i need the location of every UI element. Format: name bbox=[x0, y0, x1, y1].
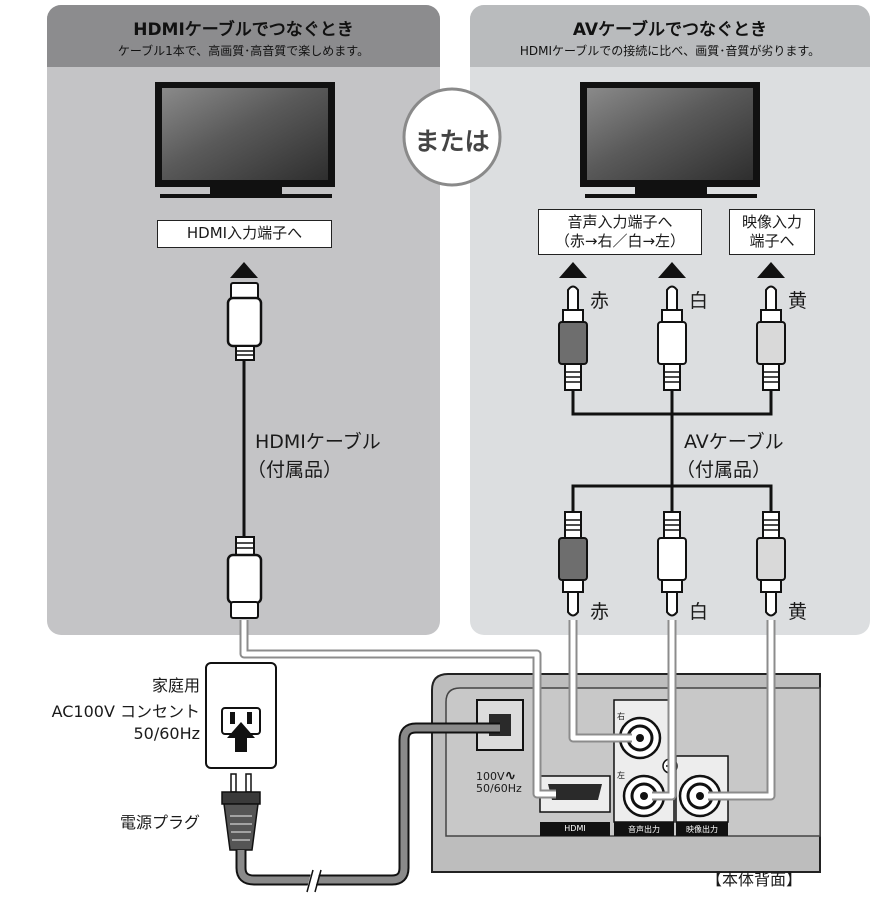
outlet-label-line-2: AC100V コンセント bbox=[51, 702, 200, 721]
wall-outlet bbox=[205, 662, 277, 769]
outlet-label-line-1: 家庭用 bbox=[151, 676, 200, 695]
power-rating-frequency: 50/60Hz bbox=[476, 782, 522, 795]
rca-plug-white-bottom bbox=[657, 511, 687, 617]
plug-label-red-top: 赤 bbox=[590, 290, 610, 312]
hdmi-input-label-text: HDMI入力端子へ bbox=[186, 224, 303, 242]
plug-label-white-top: 白 bbox=[689, 290, 709, 312]
power-rating-voltage-text: 100V bbox=[476, 770, 505, 783]
power-plug bbox=[221, 773, 261, 851]
rca-plug-white-top bbox=[657, 285, 687, 391]
device-rear-panel bbox=[431, 673, 821, 873]
video-input-line-1: 映像入力 bbox=[741, 213, 802, 231]
hdmi-cable bbox=[226, 282, 263, 619]
av-panel-header: AVケーブルでつなぐとき HDMIケーブルでの接続に比べ、画質･音質が劣ります。 bbox=[470, 5, 870, 67]
video-out-label: 映像出力 bbox=[686, 825, 718, 834]
plug-label-yellow-bottom: 黄 bbox=[788, 601, 808, 623]
audio-input-label: 音声入力端子へ （赤→右／白→左） bbox=[538, 209, 702, 255]
audio-out-label: 音声出力 bbox=[628, 825, 660, 834]
outlet-label-line-3: 50/60Hz bbox=[133, 724, 200, 743]
av-cable bbox=[571, 390, 773, 512]
or-badge-circle bbox=[402, 87, 502, 187]
up-arrow-icon bbox=[658, 262, 686, 278]
up-arrow-icon bbox=[230, 262, 258, 278]
av-panel-subtitle: HDMIケーブルでの接続に比べ、画質･音質が劣ります。 bbox=[519, 44, 821, 58]
plug-label-yellow-top: 黄 bbox=[788, 290, 808, 312]
hdmi-cable-label: HDMIケーブル bbox=[255, 431, 381, 453]
right-channel-mark: 右 bbox=[617, 712, 625, 721]
rca-plug-red-top bbox=[558, 285, 588, 391]
hdmi-input-label: HDMI入力端子へ bbox=[157, 220, 332, 248]
video-input-line-2: 端子へ bbox=[749, 232, 795, 250]
hdmi-port-label: HDMI bbox=[564, 824, 586, 833]
hdmi-cable-accessory-label: （付属品） bbox=[247, 459, 343, 481]
ac-wave-icon: ∿ bbox=[504, 768, 517, 784]
power-cord bbox=[235, 722, 500, 894]
power-rating-voltage: 100V∿ bbox=[476, 768, 516, 784]
tv-icon-hdmi bbox=[155, 82, 335, 198]
up-arrow-icon bbox=[559, 262, 587, 278]
video-input-label: 映像入力 端子へ bbox=[729, 209, 815, 255]
plug-label-white-bottom: 白 bbox=[689, 601, 709, 623]
hdmi-panel-subtitle: ケーブル1本で、高画質･高音質で楽しめます。 bbox=[117, 44, 370, 58]
av-panel-title: AVケーブルでつなぐとき bbox=[572, 20, 768, 40]
av-cable-accessory-label: （付属品） bbox=[676, 459, 772, 481]
tv-icon-av bbox=[580, 82, 760, 198]
audio-input-line-1: 音声入力端子へ bbox=[567, 213, 673, 231]
audio-input-line-2: （赤→右／白→左） bbox=[554, 232, 686, 250]
av-cable-label: AVケーブル bbox=[684, 431, 784, 453]
power-plug-label: 電源プラグ bbox=[119, 813, 200, 832]
up-arrow-icon bbox=[757, 262, 785, 278]
hdmi-panel-title: HDMIケーブルでつなぐとき bbox=[133, 20, 354, 40]
rca-plug-yellow-bottom bbox=[756, 511, 786, 617]
plug-label-red-bottom: 赤 bbox=[590, 601, 610, 623]
hdmi-panel-header: HDMIケーブルでつなぐとき ケーブル1本で、高画質･高音質で楽しめます。 bbox=[47, 5, 440, 67]
left-channel-mark: 左 bbox=[617, 771, 625, 780]
rca-plug-red-bottom bbox=[558, 511, 588, 617]
device-rear-caption: 【本体背面】 bbox=[706, 870, 803, 889]
rca-plug-yellow-top bbox=[756, 285, 786, 391]
or-badge: または bbox=[414, 127, 490, 156]
